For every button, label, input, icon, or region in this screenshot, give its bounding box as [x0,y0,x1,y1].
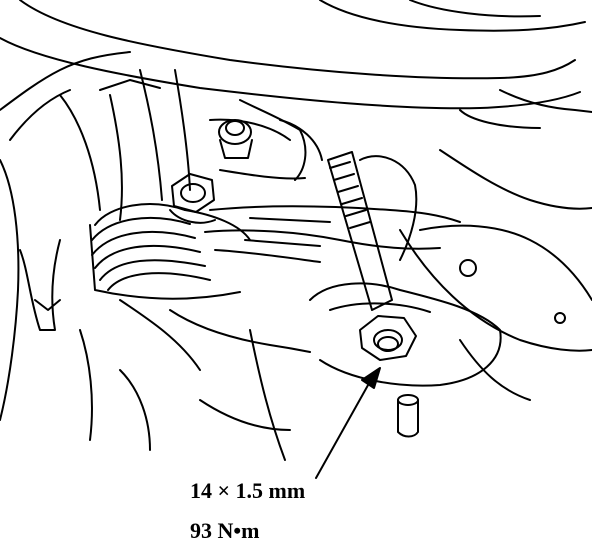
lower-stud [397,394,419,438]
through-bolt [327,151,393,311]
upper-nut [218,119,253,159]
left-structure [0,51,161,421]
callout-leader [315,367,381,479]
lower-control-arm [204,149,592,401]
flange-nut [359,315,417,361]
torque-spec-label: 93 N•m [190,518,260,543]
upper-body-panel [0,0,592,129]
bolt-bracket [309,155,502,387]
bolt-size-label: 14 × 1.5 mm [190,478,306,503]
strut-assembly [139,69,323,201]
bushing-stack [89,203,251,300]
bushing-nut [169,173,216,224]
lower-body-lines [79,299,311,461]
